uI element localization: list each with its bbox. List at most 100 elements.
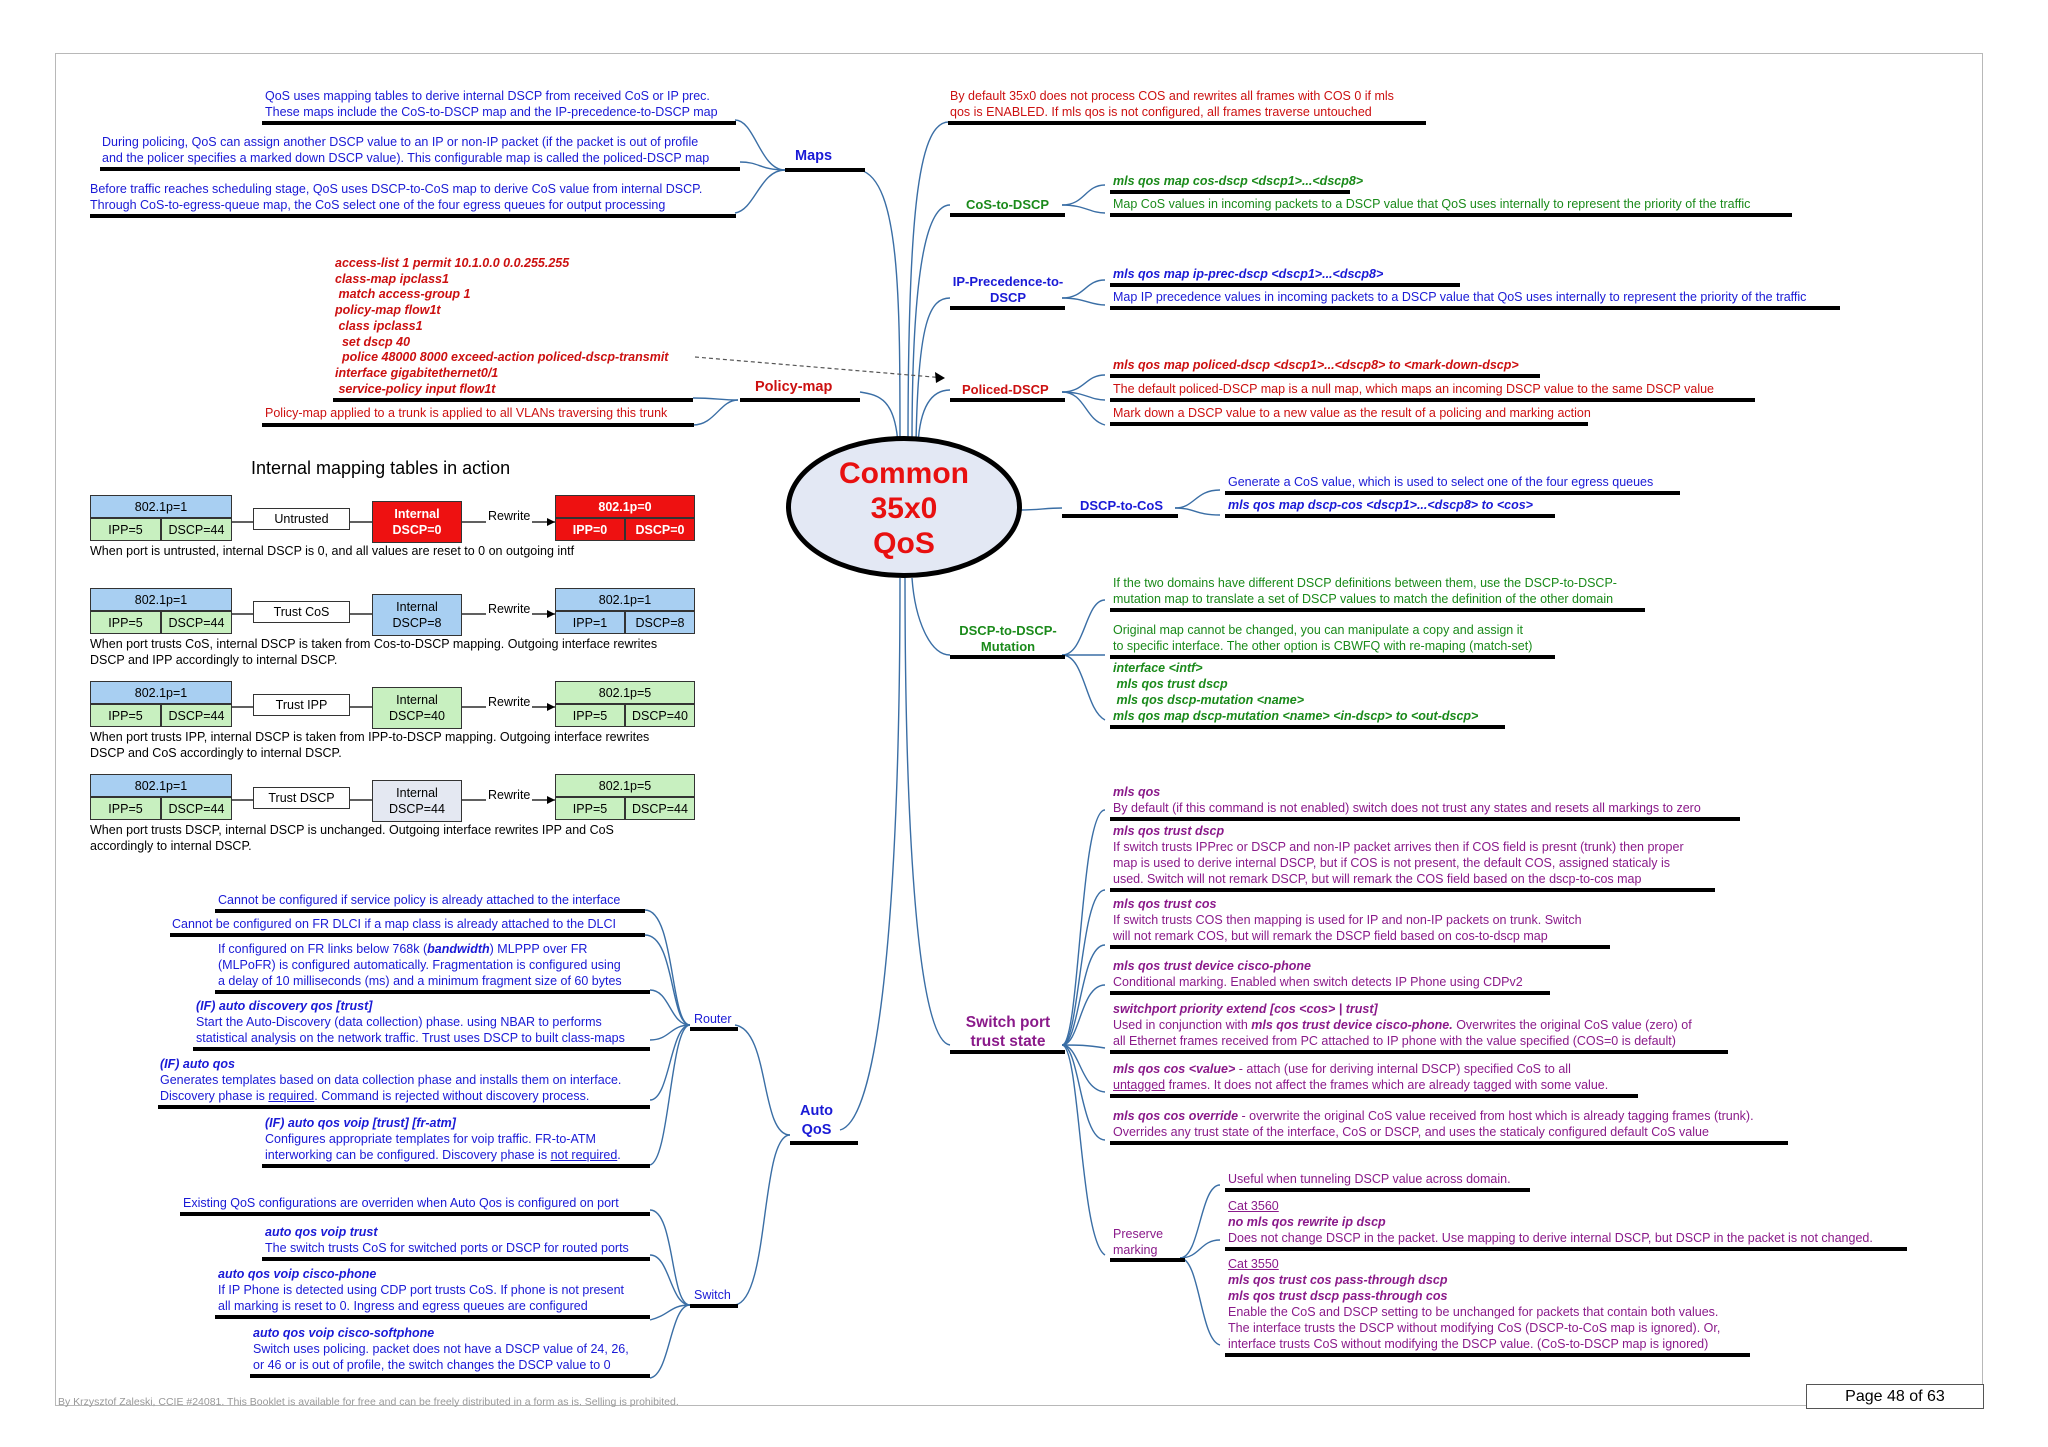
ip-prec-desc: Map IP precedence values in incoming pac… xyxy=(1113,290,1807,304)
maps-underline-1 xyxy=(262,121,736,125)
router-cmd-4: (IF) auto discovery qos [trust] xyxy=(196,999,373,1013)
trust-underline-2 xyxy=(1110,888,1715,892)
mapping-description: When port trusts CoS, internal DSCP is t… xyxy=(90,637,658,651)
maps-text-2a: During policing, QoS can assign another … xyxy=(102,135,699,149)
switch-underline-3 xyxy=(215,1315,650,1319)
trust-cmd-4: mls qos trust device cisco-phone xyxy=(1113,959,1311,973)
policed-cmd: mls qos map policed-dscp <dscp1>...<dscp… xyxy=(1113,358,1519,372)
ip-prec-underline xyxy=(950,306,1065,310)
output-ipp-cell: IPP=0 xyxy=(555,518,625,541)
cos-to-dscp-cmd: mls qos map cos-dscp <dscp1>...<dscp8> xyxy=(1113,174,1364,188)
preserve-cat3560: Cat 3560 xyxy=(1228,1199,1279,1213)
dscp-to-cos-desc-underline xyxy=(1225,491,1680,495)
mapping-description: DSCP and CoS accordingly to internal DSC… xyxy=(90,746,342,760)
default-text-a: By default 35x0 does not process COS and… xyxy=(950,89,1394,103)
output-dscp-cell: DSCP=44 xyxy=(625,797,695,820)
switch-cmd-4: auto qos voip cisco-softphone xyxy=(253,1326,435,1340)
trust-cmd-2: mls qos trust dscp xyxy=(1113,824,1225,838)
dscp-to-cos-desc: Generate a CoS value, which is used to s… xyxy=(1228,475,1654,489)
switch-node: Switch xyxy=(694,1288,731,1302)
mutation-d1-underline xyxy=(1110,608,1645,612)
switch-text-4a: Switch uses policing. packet does not ha… xyxy=(253,1342,629,1356)
trust-underline-6 xyxy=(1110,1094,1638,1098)
policy-config-line: police 48000 8000 exceed-action policed-… xyxy=(335,350,669,365)
switch-underline xyxy=(690,1304,738,1308)
internal-label: Internal xyxy=(396,786,438,800)
preserve-cmd-2: no mls qos rewrite ip dscp xyxy=(1228,1215,1386,1229)
default-text-b: qos is ENABLED. If mls qos is not config… xyxy=(950,105,1372,119)
switch-text-4b: or 46 or is out of profile, the switch c… xyxy=(253,1358,611,1372)
router-cmd-6: (IF) auto qos voip [trust] [fr-atm] xyxy=(265,1116,456,1130)
preserve-text-2a: Does not change DSCP in the packet. Use … xyxy=(1228,1231,1873,1245)
trust-mode-box: Trust DSCP xyxy=(253,787,350,809)
output-dscp-cell: DSCP=40 xyxy=(625,704,695,727)
mutation-c3: mls qos dscp-mutation <name> xyxy=(1113,693,1305,707)
trust-text-6a: mls qos cos <value> - attach (use for de… xyxy=(1113,1062,1571,1076)
policy-map-note: Policy-map applied to a trunk is applied… xyxy=(265,406,668,420)
auto-qos-underline xyxy=(790,1141,858,1145)
dscp-to-cos-cmd: mls qos map dscp-cos <dscp1>...<dscp8> t… xyxy=(1228,498,1533,512)
router-underline-1 xyxy=(215,909,645,913)
cos-to-dscp-cmd-underline xyxy=(1110,190,1350,194)
input-ipp-cell: IPP=5 xyxy=(90,704,161,727)
ip-prec-cmd-underline xyxy=(1110,283,1460,287)
policed-desc-2: Mark down a DSCP value to a new value as… xyxy=(1113,406,1591,420)
mutation-d2b: to specific interface. The other option … xyxy=(1113,639,1533,653)
trust-cmd-1: mls qos xyxy=(1113,785,1161,799)
router-text-3a: If configured on FR links below 768k (ba… xyxy=(218,942,588,956)
maps-text-1b: These maps include the CoS-to-DSCP map a… xyxy=(265,105,718,119)
router-underline-2 xyxy=(170,933,645,937)
trust-text-3b: will not remark COS, but will remark the… xyxy=(1113,929,1548,943)
trust-underline-7 xyxy=(1110,1141,1788,1145)
preserve-underline-3 xyxy=(1225,1353,1750,1357)
internal-dscp-value: DSCP=44 xyxy=(389,802,445,816)
router-text-6a: Configures appropriate templates for voi… xyxy=(265,1132,596,1146)
trust-state-underline xyxy=(950,1050,1065,1054)
trust-text-4a: Conditional marking. Enabled when switch… xyxy=(1113,975,1523,989)
switch-cmd-2: auto qos voip trust xyxy=(265,1225,378,1239)
auto-qos-node: Auto QoS xyxy=(800,1103,834,1138)
input-dscp-cell: DSCP=44 xyxy=(161,797,232,820)
input-8021p-cell: 802.1p=1 xyxy=(90,495,232,518)
ip-prec-cmd: mls qos map ip-prec-dscp <dscp1>...<dscp… xyxy=(1113,267,1384,281)
preserve-cmd-3a: mls qos trust cos pass-through dscp xyxy=(1228,1273,1448,1287)
preserve-text-3a: Enable the CoS and DSCP setting to be un… xyxy=(1228,1305,1719,1319)
trust-underline-1 xyxy=(1110,817,1740,821)
policy-config-line: policy-map flow1t xyxy=(335,303,441,318)
input-8021p-cell: 802.1p=1 xyxy=(90,681,232,704)
trust-text-1a: By default (if this command is not enabl… xyxy=(1113,801,1701,815)
preserve-text-3c: interface trusts CoS without modifying t… xyxy=(1228,1337,1709,1351)
output-8021p-cell: 802.1p=0 xyxy=(555,495,695,518)
mapping-tables-title: Internal mapping tables in action xyxy=(251,458,511,478)
internal-label: Internal xyxy=(396,693,438,707)
preserve-text-3b: The interface trusts the DSCP without mo… xyxy=(1228,1321,1721,1335)
router-underline-3 xyxy=(215,990,650,994)
router-underline-6 xyxy=(262,1164,650,1168)
router-text-4a: Start the Auto-Discovery (data collectio… xyxy=(196,1015,602,1029)
cos-to-dscp-desc-underline xyxy=(1110,213,1792,217)
trust-state-node: Switch port trust state xyxy=(965,1014,1051,1050)
policy-config-line: set dscp 40 xyxy=(335,334,411,349)
trust-text-2a: If switch trusts IPPrec or DSCP and non-… xyxy=(1113,840,1684,854)
policy-config-line: access-list 1 permit 10.1.0.0 0.0.255.25… xyxy=(335,256,570,270)
output-dscp-cell: DSCP=8 xyxy=(625,611,695,634)
footer-credit: By Krzysztof Zaleski, CCIE #24081. This … xyxy=(58,1396,679,1408)
preserve-underline-2 xyxy=(1225,1247,1907,1251)
switch-text-2a: The switch trusts CoS for switched ports… xyxy=(265,1241,629,1255)
router-underline-5 xyxy=(158,1105,650,1109)
maps-text-2b: and the policer specifies a marked down … xyxy=(102,151,710,165)
maps-underline xyxy=(785,168,865,172)
router-text-5a: Generates templates based on data collec… xyxy=(160,1073,622,1087)
router-node: Router xyxy=(694,1012,732,1026)
center-ellipse xyxy=(786,436,1022,578)
router-text-3c: a delay of 10 milliseconds (ms) and a mi… xyxy=(218,974,622,988)
mutation-d2a: Original map cannot be changed, you can … xyxy=(1113,623,1523,637)
router-text-5b: Discovery phase is required. Command is … xyxy=(160,1089,590,1103)
input-ipp-cell: IPP=5 xyxy=(90,518,161,541)
mutation-d2-underline xyxy=(1110,655,1555,659)
trust-text-5a: Used in conjunction with mls qos trust d… xyxy=(1113,1018,1692,1032)
dscp-to-cos-cmd-underline xyxy=(1225,514,1555,518)
